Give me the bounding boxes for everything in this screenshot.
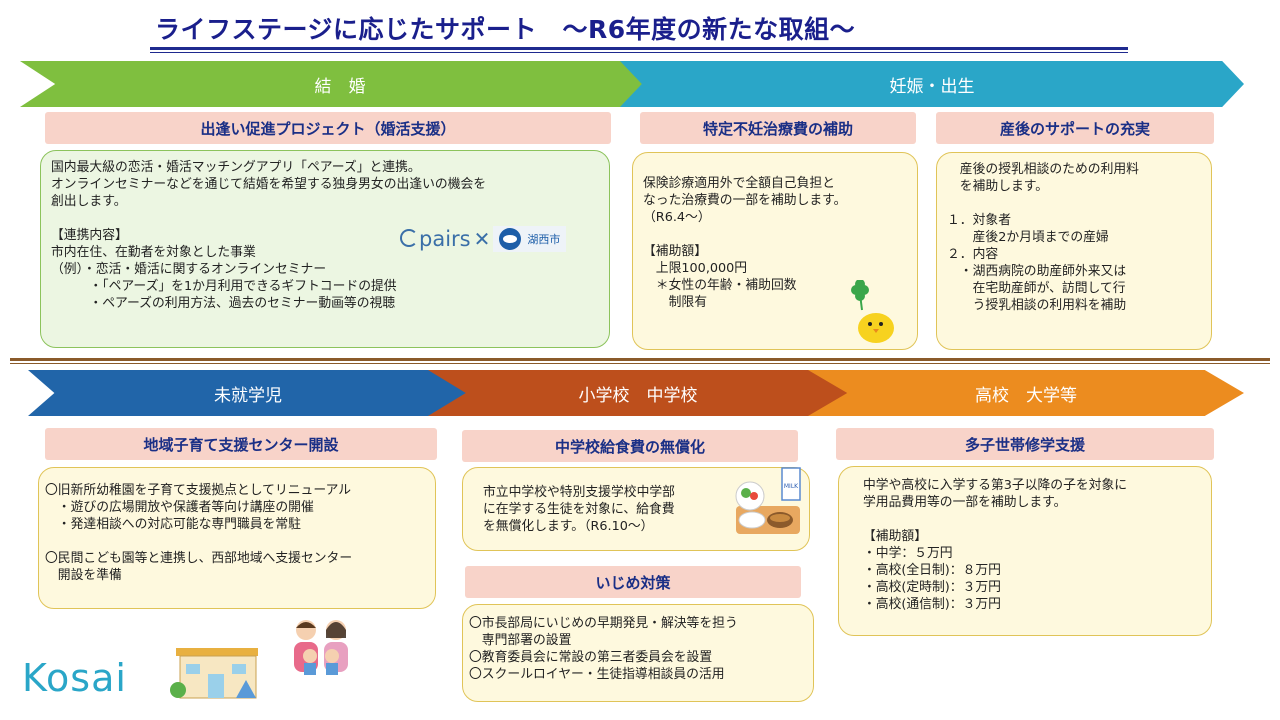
milk-label: MILK <box>784 483 799 490</box>
text-line: 市立中学校や特別支援学校中学部 <box>483 485 675 500</box>
text-line: を無償化します。（R6.10～） <box>483 519 654 534</box>
text-line: ・湖西病院の助産師外来又は <box>947 264 1127 279</box>
banner-high-school: 高校 大学等 <box>808 370 1244 416</box>
tuition-box: 中学や高校に入学する第3子以降の子を対象に学用品費用等の一部を補助します。 【補… <box>838 466 1212 636</box>
bullying-header: いじめ対策 <box>465 566 801 598</box>
section-divider-thin <box>10 363 1270 364</box>
kosai-logo: Kosai <box>22 656 127 700</box>
text-line: なった治療費の一部を補助します。 <box>643 193 847 208</box>
partner-logos: pairs ✕ 湖西市 <box>400 224 590 254</box>
text-line <box>947 195 1201 212</box>
bullying-text: 〇市長部局にいじめの早期発見・解決等を担う 専門部署の設置〇教育委員会に常設の第… <box>469 615 803 683</box>
postnatal-text: 産後の授乳相談のための利用料 を補助します。 １．対象者 産後2か月頃までの産婦… <box>947 161 1201 314</box>
postnatal-box: 産後の授乳相談のための利用料 を補助します。 １．対象者 産後2か月頃までの産婦… <box>936 152 1212 350</box>
text-line: ・高校(通信制)：３万円 <box>863 597 1001 612</box>
postnatal-header: 産後のサポートの充実 <box>936 112 1214 144</box>
text-line: 【補助額】 <box>643 244 707 259</box>
text-line: 中学や高校に入学する第3子以降の子を対象に <box>863 478 1128 493</box>
text-line: 産後2か月頃までの産婦 <box>947 230 1109 245</box>
title-underline <box>150 47 1128 50</box>
lunch-text: 市立中学校や特別支援学校中学部に在学する生徒を対象に、給食費を無償化します。（R… <box>483 484 799 535</box>
text-line: 〇旧新所幼稚園を子育て支援拠点としてリニューアル <box>45 483 352 498</box>
text-line: 産後の授乳相談のための利用料 <box>947 162 1139 177</box>
city-logo-icon: 湖西市 <box>493 226 567 252</box>
text-line: を補助します。 <box>947 179 1049 194</box>
text-line: ＊女性の年齢・補助回数 <box>643 278 797 293</box>
text-line: 学用品費用等の一部を補助します。 <box>863 495 1067 510</box>
text-line: 【補助額】 <box>863 529 927 544</box>
family-illustration <box>286 616 356 678</box>
text-line: 在宅助産師が、訪問して行 <box>947 281 1126 296</box>
text-line: 【連携内容】 <box>51 228 128 243</box>
banner-marriage: 結 婚 <box>20 61 660 107</box>
text-line: ・遊びの広場開放や保護者等向け講座の開催 <box>45 500 314 515</box>
text-line: オンラインセミナーなどを通じて結婚を希望する独身男女の出逢いの機会を <box>51 177 487 192</box>
text-line: 専門部署の設置 <box>469 633 572 648</box>
tuition-text: 中学や高校に入学する第3子以降の子を対象に学用品費用等の一部を補助します。 【補… <box>863 477 1201 613</box>
marriage-text: 国内最大級の恋活・婚活マッチングアプリ「ペアーズ」と連携。オンラインセミナーなど… <box>51 159 599 312</box>
family-icon <box>294 620 348 675</box>
text-line: （例）・恋活・婚活に関するオンラインセミナー <box>51 262 327 277</box>
text-line <box>45 533 425 550</box>
banner-preschool: 未就学児 <box>28 370 468 416</box>
text-line <box>863 511 1201 528</box>
childcare-text: 〇旧新所幼稚園を子育て支援拠点としてリニューアル ・遊びの広場開放や保護者等向け… <box>45 482 425 584</box>
lunch-header: 中学校給食費の無償化 <box>462 430 798 462</box>
building-icon <box>170 648 258 699</box>
pairs-logo-icon: pairs <box>400 227 471 251</box>
text-line: 上限100,000円 <box>643 261 748 276</box>
text-line: に在学する生徒を対象に、給食費 <box>483 502 675 517</box>
marriage-header: 出逢い促進プロジェクト（婚活支援） <box>45 112 611 144</box>
building-illustration <box>166 640 266 702</box>
lunch-tray-icon: MILK <box>735 467 801 534</box>
childcare-header: 地域子育て支援センター開設 <box>45 428 437 460</box>
title-underline-thin <box>150 52 1128 53</box>
text-line: ・高校(全日制)：８万円 <box>863 563 1001 578</box>
text-line: ・発達相談への対応可能な専門職員を常駐 <box>45 517 301 532</box>
chick-clover-illustration <box>848 279 898 344</box>
fertility-text: 保険診療適用外で全額自己負担となった治療費の一部を補助します。 （R6.4～） 【… <box>643 175 907 311</box>
childcare-box: 〇旧新所幼稚園を子育て支援拠点としてリニューアル ・遊びの広場開放や保護者等向け… <box>38 467 436 609</box>
text-line <box>643 226 907 243</box>
bullying-box: 〇市長部局にいじめの早期発見・解決等を担う 専門部署の設置〇教育委員会に常設の第… <box>462 604 814 702</box>
school-lunch-illustration: MILK <box>732 466 804 538</box>
section-divider <box>10 358 1270 361</box>
text-line: 〇教育委員会に常設の第三者委員会を設置 <box>469 650 713 665</box>
text-line: 開設を準備 <box>45 568 122 583</box>
page-title: ライフステージに応じたサポート ～R6年度の新たな取組～ <box>155 15 856 44</box>
text-line: 制限有 <box>643 295 707 310</box>
text-line: ・ペアーズの利用方法、過去のセミナー動画等の視聴 <box>51 296 396 311</box>
text-line: 市内在住、在勤者を対象とした事業 <box>51 245 256 260</box>
banner-school: 小学校 中学校 <box>428 370 848 416</box>
text-line: 〇スクールロイヤー・生徒指導相談員の活用 <box>469 667 725 682</box>
banner-pregnancy: 妊娠・出生 <box>620 61 1244 107</box>
text-line: 保険診療適用外で全額自己負担と <box>643 176 835 191</box>
text-line: 国内最大級の恋活・婚活マッチングアプリ「ペアーズ」と連携。 <box>51 160 421 175</box>
text-line: 創出します。 <box>51 194 127 209</box>
text-line: 〇民間こども園等と連携し、西部地域へ支援センター <box>45 551 353 566</box>
text-line: 〇市長部局にいじめの早期発見・解決等を担う <box>469 616 738 631</box>
text-line: う授乳相談の利用料を補助 <box>947 298 1127 313</box>
tuition-header: 多子世帯修学支援 <box>836 428 1214 460</box>
chick-icon <box>851 279 894 343</box>
text-line: （R6.4～） <box>643 210 711 225</box>
city-logo-text: 湖西市 <box>527 233 561 246</box>
text-line: １．対象者 <box>947 213 1011 228</box>
text-line: ２．内容 <box>947 247 999 262</box>
text-line: ・「ペアーズ」を1か月利用できるギフトコードの提供 <box>51 279 397 294</box>
text-line: ・中学：５万円 <box>863 546 953 561</box>
pairs-logo-text: pairs <box>419 227 471 251</box>
cross-icon: ✕ <box>473 227 491 251</box>
fertility-header: 特定不妊治療費の補助 <box>640 112 916 144</box>
text-line: ・高校(定時制)：３万円 <box>863 580 1001 595</box>
